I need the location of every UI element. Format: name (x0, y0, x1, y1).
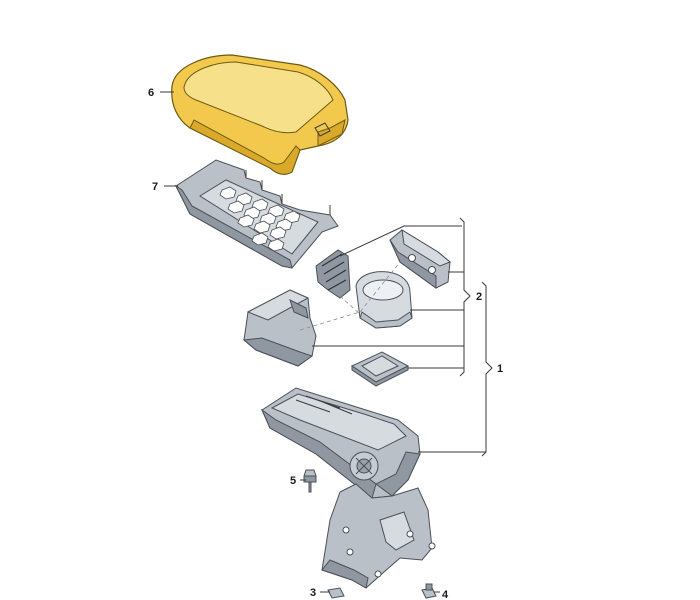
assembly-line (339, 295, 363, 317)
square-pad[interactable] (350, 351, 410, 387)
console-base[interactable] (260, 387, 421, 499)
leader-2-a (339, 225, 462, 257)
callout-6: 6 (148, 87, 154, 99)
callout-3: 3 (310, 587, 316, 599)
lid-frame[interactable] (174, 159, 339, 269)
screw-5[interactable] (303, 469, 317, 493)
support-bracket[interactable] (321, 483, 436, 589)
callout-1: 1 (497, 363, 503, 375)
callout-4: 4 (442, 589, 449, 600)
armrest-lid[interactable] (171, 54, 349, 175)
pivot-sleeve[interactable] (355, 271, 413, 329)
callout-5: 5 (290, 475, 296, 487)
side-cover[interactable] (242, 289, 317, 367)
bracket-2 (459, 217, 471, 377)
honeycomb-grid (219, 186, 301, 252)
callout-7: 7 (152, 181, 158, 193)
callout-2: 2 (476, 291, 482, 303)
spring-clip[interactable] (315, 249, 351, 299)
assembly-line (299, 261, 401, 331)
screw-4[interactable] (421, 583, 437, 599)
bracket-1 (481, 281, 493, 457)
nut-3[interactable] (327, 587, 345, 599)
